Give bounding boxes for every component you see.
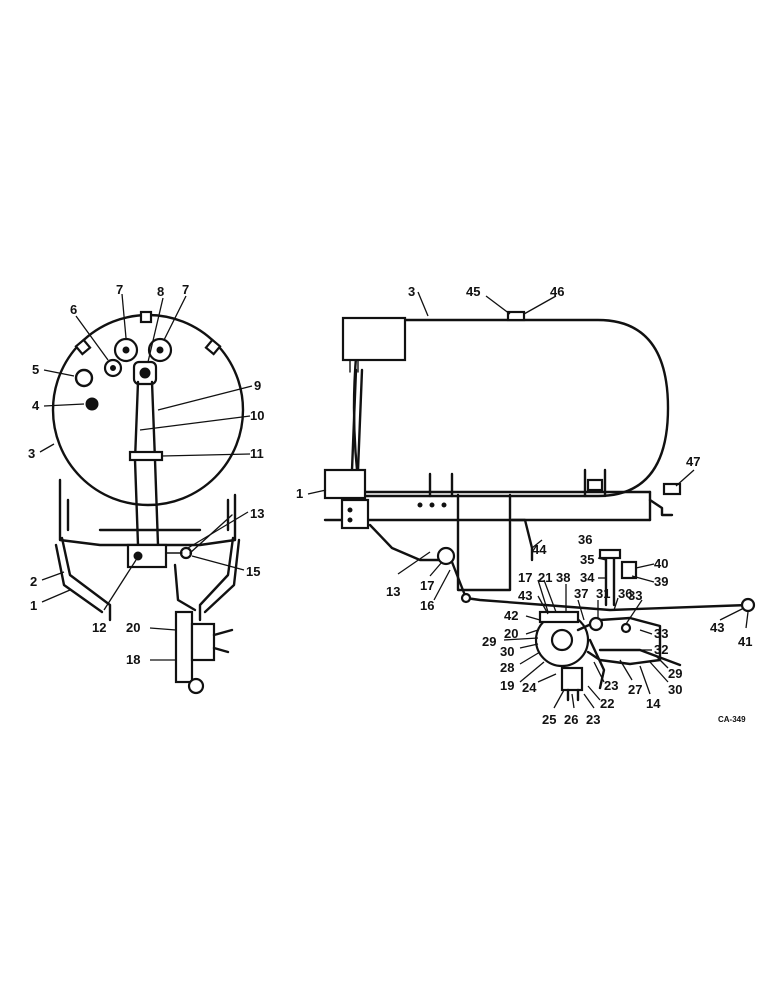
callout-side-43a: 43 <box>518 588 532 603</box>
callout-side-38: 38 <box>556 570 570 585</box>
callout-side-42: 42 <box>504 608 518 623</box>
left-tab <box>74 338 92 356</box>
upright-35 <box>604 553 616 607</box>
callout-side-3: 3 <box>408 284 415 299</box>
callout-side-33a: 33 <box>628 588 642 603</box>
callout-end-3: 3 <box>28 446 35 461</box>
pump-bottom-cap <box>187 677 205 695</box>
top-tab <box>139 310 153 324</box>
callout-end-7b: 7 <box>182 282 189 297</box>
callout-side-25: 25 <box>542 712 556 727</box>
callout-side-45: 45 <box>466 284 480 299</box>
callout-side-24: 24 <box>522 680 537 695</box>
callout-end-9: 9 <box>254 378 261 393</box>
callout-side-17b: 17 <box>518 570 532 585</box>
filler-cap <box>506 310 526 322</box>
tank-body <box>358 318 670 498</box>
plug-4 <box>85 397 99 411</box>
callout-end-15: 15 <box>246 564 260 579</box>
callout-end-10: 10 <box>250 408 264 423</box>
pump-base-22 <box>560 666 584 692</box>
callout-end-5: 5 <box>32 362 39 377</box>
end-view-tank-assembly <box>51 310 245 695</box>
pump-body <box>190 622 216 662</box>
callout-side-37: 37 <box>574 586 588 601</box>
callout-side-20: 20 <box>504 626 518 641</box>
callout-side-19: 19 <box>500 678 514 693</box>
pipe-10 <box>133 380 140 547</box>
pipe-9 <box>150 380 160 547</box>
callout-side-35: 35 <box>580 552 594 567</box>
callout-end-12: 12 <box>92 620 106 635</box>
callout-side-47: 47 <box>686 454 700 469</box>
callout-side-29a: 29 <box>482 634 496 649</box>
pump-bracket-14 <box>576 616 662 666</box>
nozzle-41 <box>740 597 756 613</box>
side-view-callout-labels: 3 45 46 47 1 44 36 35 34 40 39 13 17 16 … <box>296 284 752 727</box>
drain-47 <box>648 498 674 517</box>
line-43 <box>450 560 750 612</box>
callout-side-31: 31 <box>596 586 610 601</box>
callout-side-17a: 17 <box>420 578 434 593</box>
valve-17 <box>436 546 456 566</box>
callout-end-4: 4 <box>32 398 40 413</box>
callout-side-40: 40 <box>654 556 668 571</box>
bracket-2 <box>60 536 112 622</box>
callout-end-2: 2 <box>30 574 37 589</box>
drain-plug <box>662 482 682 496</box>
callout-side-33b: 33 <box>654 626 668 641</box>
callout-side-14: 14 <box>646 696 661 711</box>
hose-13 <box>368 523 447 562</box>
callout-side-23a: 23 <box>586 712 600 727</box>
side-view-tank-assembly <box>323 310 756 702</box>
callout-side-30a: 30 <box>500 644 514 659</box>
callout-end-20: 20 <box>126 620 140 635</box>
callout-side-36a: 36 <box>578 532 592 547</box>
callout-side-41: 41 <box>738 634 752 649</box>
callout-side-23b: 23 <box>604 678 618 693</box>
callout-end-6: 6 <box>70 302 77 317</box>
callout-side-34: 34 <box>580 570 595 585</box>
front-bracket <box>323 468 367 500</box>
switch-40 <box>620 560 638 580</box>
right-tab <box>204 338 222 356</box>
callout-side-16: 16 <box>420 598 434 613</box>
figure-code: CA-349 <box>718 715 746 724</box>
end-cap <box>341 316 407 362</box>
front-bracket-lower <box>340 498 370 530</box>
callout-side-39: 39 <box>654 574 668 589</box>
callout-side-26: 26 <box>564 712 578 727</box>
center-hanger <box>456 493 512 592</box>
callout-side-27: 27 <box>628 682 642 697</box>
callout-end-7a: 7 <box>116 282 123 297</box>
bracket-1 <box>54 543 104 614</box>
callout-side-32: 32 <box>654 642 668 657</box>
callout-side-30b: 30 <box>668 682 682 697</box>
callout-side-28: 28 <box>500 660 514 675</box>
pump-plate <box>174 610 194 684</box>
callout-end-13: 13 <box>250 506 264 521</box>
callout-end-8: 8 <box>157 284 164 299</box>
clamp-11 <box>128 450 164 462</box>
callout-side-43b: 43 <box>710 620 724 635</box>
callout-side-1: 1 <box>296 486 303 501</box>
callout-side-46: 46 <box>550 284 564 299</box>
callout-side-21: 21 <box>538 570 552 585</box>
callout-side-36b: 36 <box>618 586 632 601</box>
block-12 <box>126 543 168 569</box>
figure-code-group: CA-349 <box>718 715 746 724</box>
callout-side-44: 44 <box>532 542 547 557</box>
end-view-callout-labels: 7 8 7 6 5 4 3 9 10 11 13 15 2 1 12 20 18 <box>28 282 264 667</box>
callout-side-13: 13 <box>386 584 400 599</box>
callout-side-29b: 29 <box>668 666 682 681</box>
pump-assembly-18 <box>174 610 234 695</box>
callout-end-18: 18 <box>126 652 140 667</box>
plug-5 <box>74 368 94 388</box>
callout-end-11: 11 <box>250 446 264 461</box>
hose-44 <box>510 518 534 562</box>
callout-side-22: 22 <box>600 696 614 711</box>
callout-end-1: 1 <box>30 598 37 613</box>
